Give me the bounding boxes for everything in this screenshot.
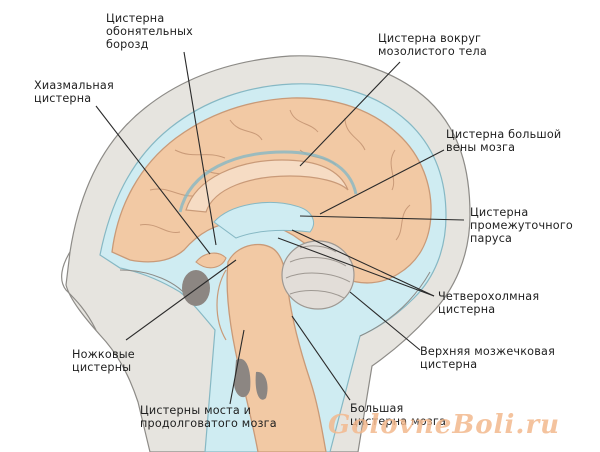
label-callosal-cistern: Цистерна вокруг мозолистого тела [378, 32, 487, 58]
label-velum-interpositum-cistern: Цистерна промежуточного паруса [470, 206, 573, 245]
label-olfactory-sulci-cistern: Цистерна обонятельных борозд [106, 12, 193, 51]
label-superior-cerebellar-cistern: Верхняя мозжечковая цистерна [420, 345, 555, 371]
cerebellum [282, 241, 354, 309]
sphenoid-sinus [182, 270, 210, 306]
watermark-logo: GolovneBoli.ru [328, 410, 560, 440]
label-peduncular-cisterns: Ножковые цистерны [72, 348, 135, 374]
label-chiasmatic-cistern: Хиазмальная цистерна [34, 79, 114, 105]
label-quadrigeminal-cistern: Четверохолмная цистерна [438, 290, 539, 316]
label-great-vein-cistern: Цистерна большой вены мозга [446, 128, 561, 154]
label-pons-medulla-cisterns: Цистерны моста и продолговатого мозга [140, 404, 277, 430]
